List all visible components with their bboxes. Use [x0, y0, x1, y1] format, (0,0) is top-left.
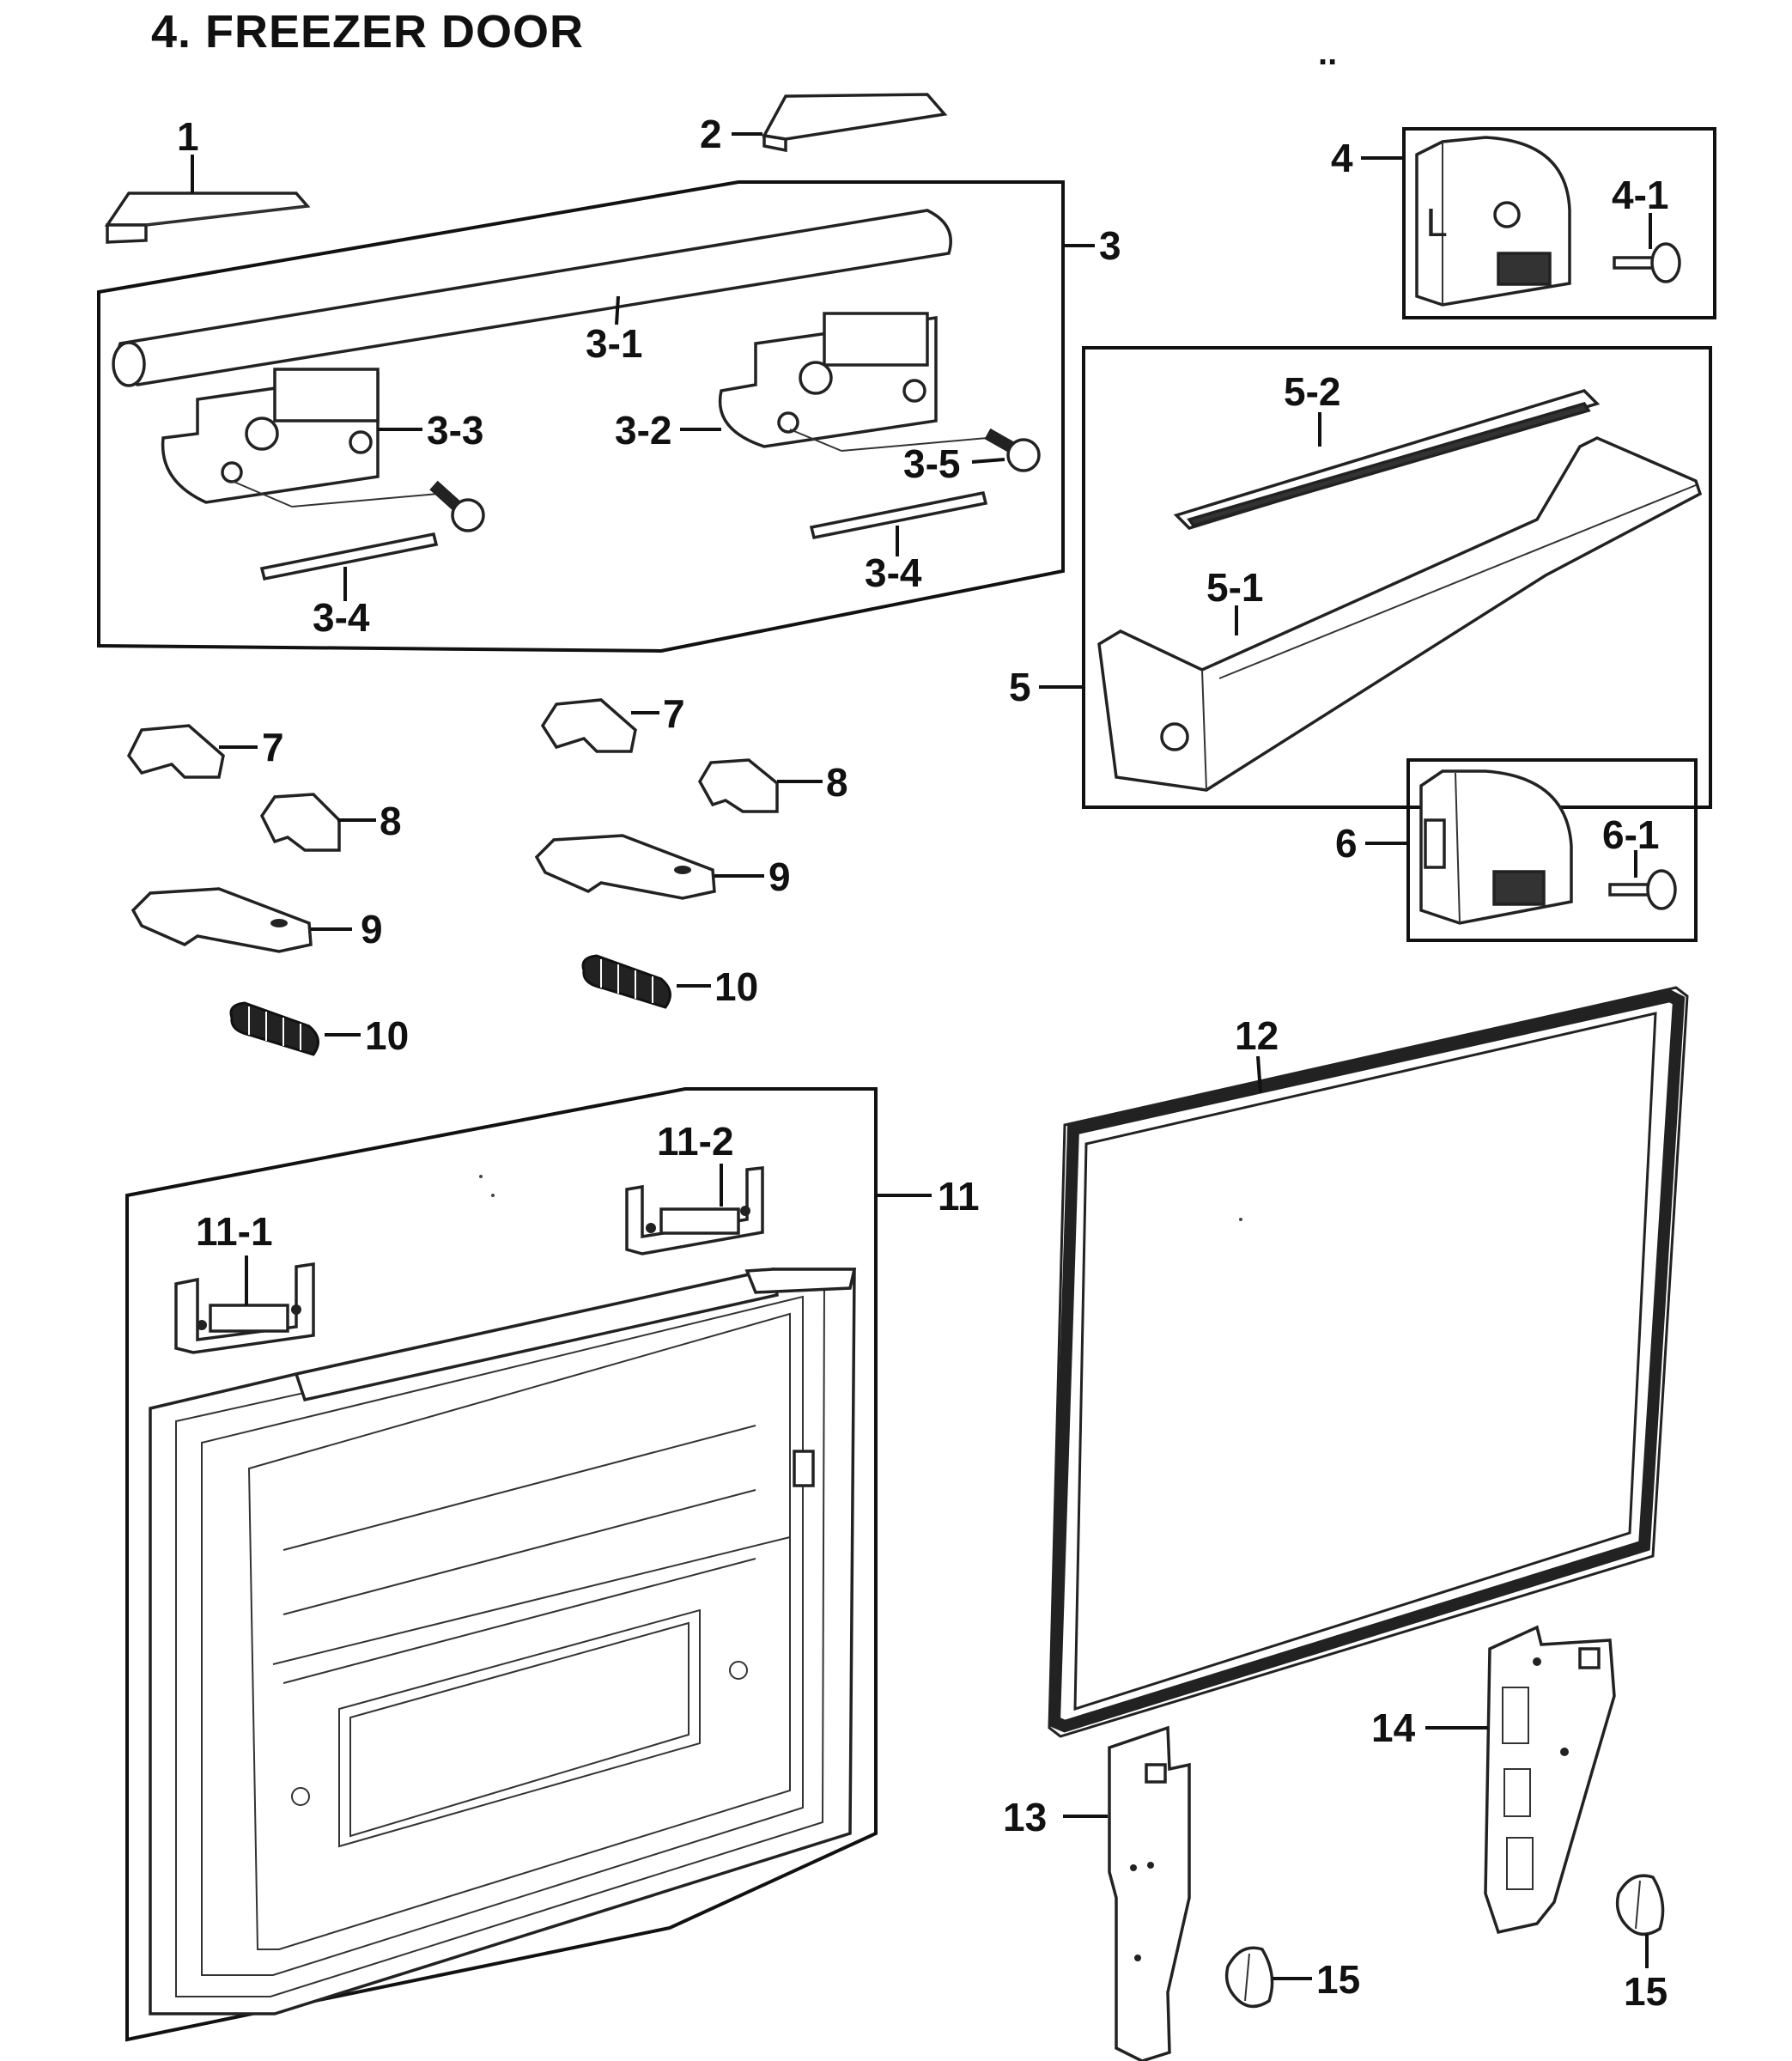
label-3-4-left: 3-4	[313, 595, 370, 640]
label-7-left: 7	[262, 725, 284, 769]
box-part-4	[1402, 127, 1716, 319]
stray-dot	[491, 1194, 495, 1197]
box-part-3	[97, 180, 1065, 654]
label-3-2: 3-2	[615, 408, 671, 453]
label-3-1: 3-1	[586, 321, 642, 366]
screw-left	[429, 480, 485, 532]
part-6-1-knob	[1608, 869, 1677, 910]
part-9-hinge-plate-right	[534, 834, 716, 900]
label-8-right: 8	[826, 760, 848, 805]
corner-mark: ..	[1318, 34, 1338, 72]
diagram-title: 4. FREEZER DOOR	[151, 6, 585, 58]
label-5-2: 5-2	[1284, 369, 1340, 414]
guide-line	[291, 493, 439, 508]
part-4-end-cap: L	[1415, 136, 1571, 307]
label-11-2: 11-2	[657, 1119, 734, 1164]
label-10-left: 10	[365, 1013, 409, 1058]
label-5: 5	[1009, 665, 1031, 709]
label-3-3: 3-3	[427, 408, 483, 453]
part-10-spring-left	[229, 1001, 319, 1056]
part-15-cap-right	[1615, 1874, 1665, 1936]
label-11-1: 11-1	[196, 1209, 273, 1254]
stray-dot	[1239, 1218, 1242, 1221]
part-3-5-screw	[984, 428, 1041, 472]
part-8-clip-right	[697, 758, 779, 813]
label-8-left: 8	[380, 799, 402, 843]
label-7-right: 7	[663, 691, 685, 736]
part-7-clip-right	[540, 698, 637, 753]
label-3-5: 3-5	[903, 441, 960, 486]
label-9-left: 9	[361, 907, 383, 951]
part-5-2-cover	[1173, 389, 1601, 530]
part-4-1-knob	[1613, 242, 1681, 283]
label-1: 1	[177, 114, 199, 159]
label-14: 14	[1371, 1705, 1416, 1750]
label-9-right: 9	[768, 854, 791, 899]
box-part-6	[1406, 758, 1698, 942]
label-6-1: 6-1	[1602, 812, 1659, 857]
guide-line	[789, 429, 842, 452]
part-7-clip-left	[126, 724, 225, 779]
part-2-cap	[762, 93, 948, 153]
part-3-4-pin-right	[809, 490, 988, 540]
part-11-door-panel	[149, 1267, 857, 2015]
label-5-1: 5-1	[1206, 565, 1263, 610]
label-15-left: 15	[1316, 1957, 1360, 2002]
leader-3-1	[615, 295, 620, 325]
label-4-1: 4-1	[1612, 173, 1668, 217]
label-4: 4	[1331, 136, 1353, 180]
label-15-right: 15	[1624, 1969, 1667, 2014]
part-10-spring-right	[581, 954, 671, 1009]
label-11: 11	[938, 1174, 980, 1219]
part-11-2-bracket	[625, 1166, 764, 1255]
box-part-5	[1082, 346, 1712, 809]
part-9-hinge-plate-left	[131, 887, 313, 953]
part-3-2-hinge-bracket	[718, 312, 938, 448]
guide-line	[841, 437, 988, 452]
part-1-cap	[104, 192, 311, 244]
part-12-door-gasket	[1048, 986, 1689, 1738]
part-5-1-door-bin	[1097, 436, 1703, 792]
label-3: 3	[1099, 223, 1121, 268]
part-6-end-cap	[1419, 769, 1573, 925]
part-8-clip-left	[259, 793, 341, 852]
box-part-11	[125, 1087, 878, 2042]
label-12: 12	[1235, 1013, 1279, 1058]
label-6: 6	[1335, 821, 1358, 866]
label-2: 2	[700, 112, 722, 156]
stray-dot	[479, 1175, 483, 1178]
part-3-4-pin-left	[259, 532, 439, 581]
leader-3-5	[971, 458, 1005, 464]
leader-12	[1256, 1055, 1262, 1093]
label-13: 13	[1003, 1795, 1047, 1839]
part-15-cap-left	[1224, 1946, 1274, 2009]
label-3-4-right: 3-4	[865, 550, 922, 595]
part-11-1-bracket	[174, 1262, 315, 1354]
part-14-bracket	[1484, 1625, 1616, 1935]
svg-text:L: L	[1425, 202, 1447, 246]
label-10-right: 10	[714, 964, 758, 1009]
part-13-bracket	[1108, 1725, 1191, 2061]
guide-line	[231, 480, 293, 508]
part-3-1-handle-bar	[112, 209, 952, 387]
part-3-3-hinge-bracket	[161, 368, 380, 504]
